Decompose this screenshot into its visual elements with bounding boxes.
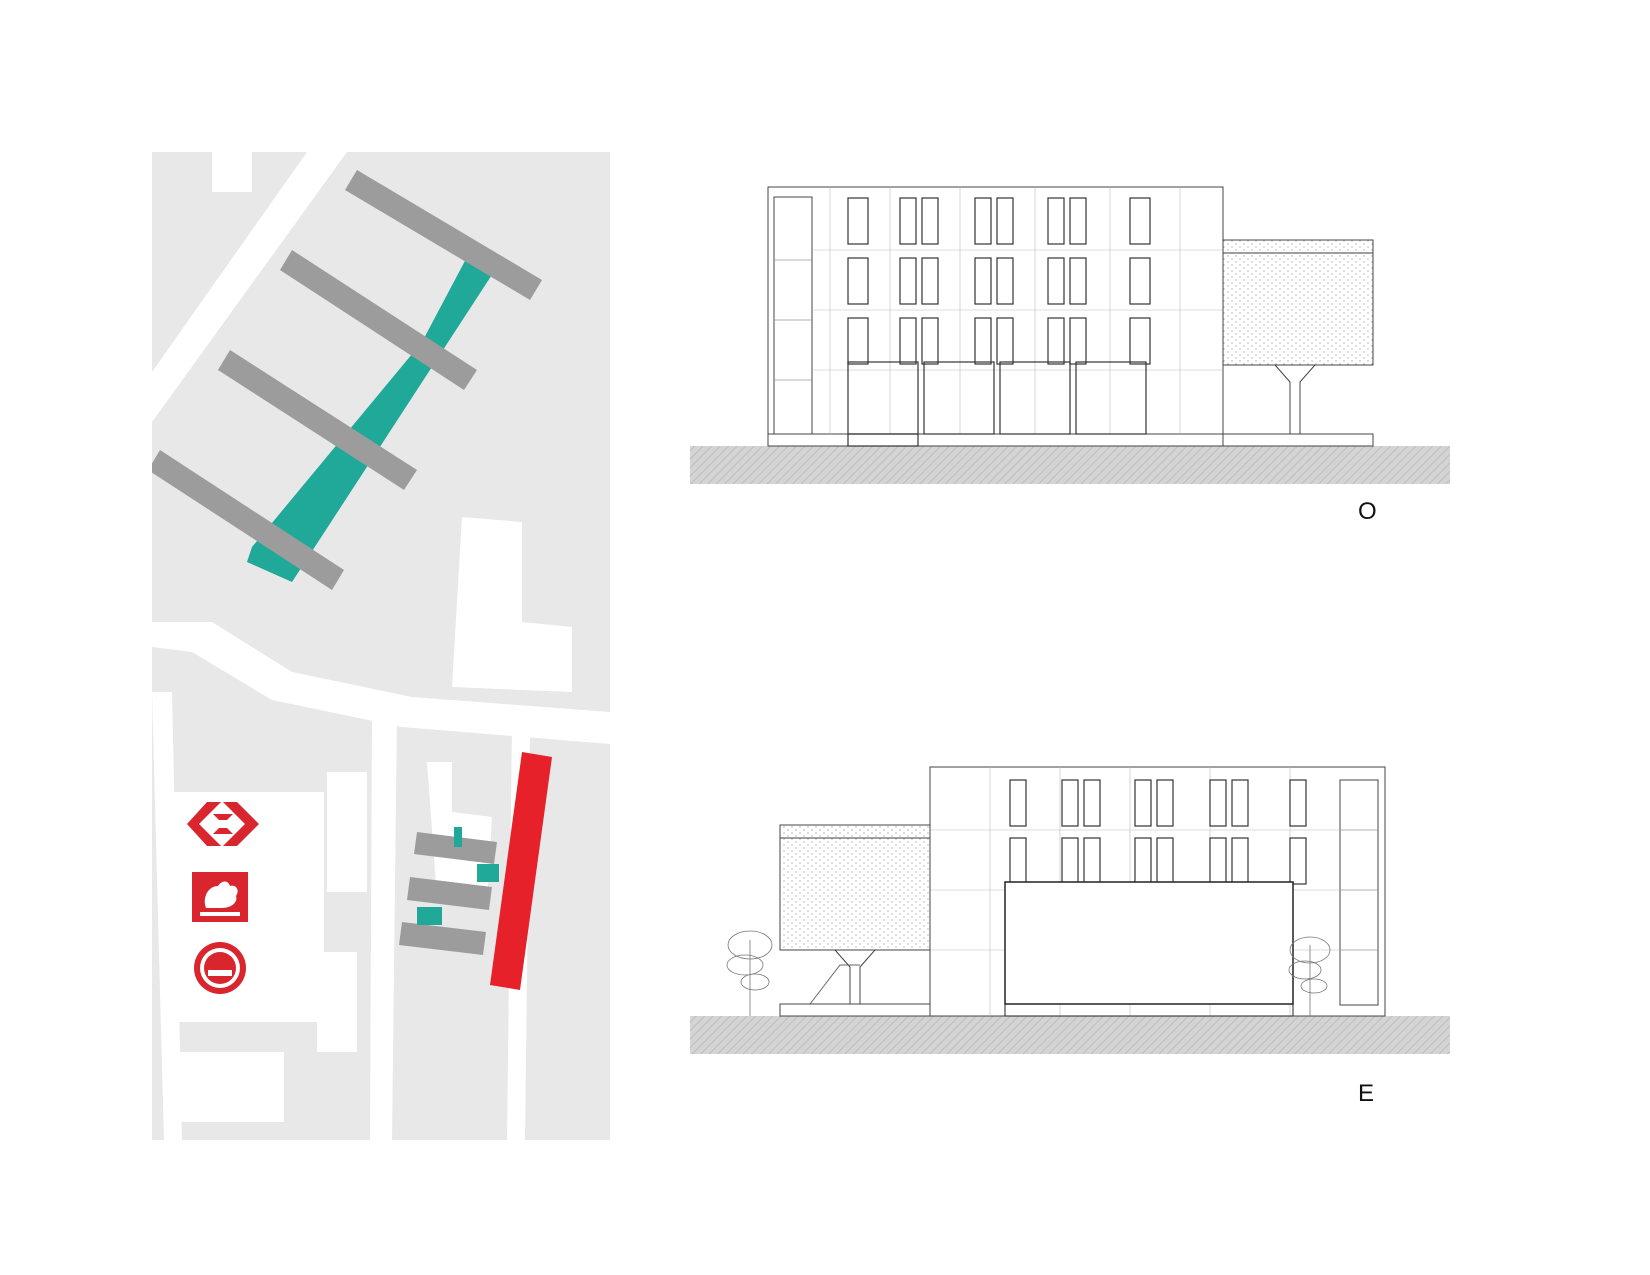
slab-4 <box>152 450 344 590</box>
teal-connector-1 <box>454 827 462 847</box>
block-strip-2 <box>317 952 357 1052</box>
annex-block <box>1222 239 1374 447</box>
block-strip <box>327 772 367 892</box>
housing-slabs <box>152 170 542 955</box>
slab-6 <box>407 877 492 910</box>
tree-right-icon <box>1288 936 1331 1016</box>
teal-connectors <box>417 827 499 925</box>
road-diagonal-1 <box>152 152 347 422</box>
slab-2 <box>280 250 477 390</box>
elevation-label-west: O <box>1358 498 1377 525</box>
elevation-west <box>690 170 1460 490</box>
neighbor-blocks <box>164 517 572 1122</box>
elevation-west-drawing <box>690 186 1450 484</box>
auditorium-volume <box>1004 881 1294 1005</box>
block-east <box>452 517 572 692</box>
tree-left-icon <box>726 930 773 1016</box>
annex-block <box>779 824 931 1017</box>
main-block <box>767 186 1224 447</box>
chevron-logo-icon <box>187 802 259 846</box>
ground-floor-openings <box>847 361 1147 447</box>
rooster-logo-icon <box>192 872 248 922</box>
teal-connector-3 <box>417 907 442 925</box>
road-stub <box>212 152 252 192</box>
window-grid <box>1009 779 1307 885</box>
slab-5 <box>414 832 497 864</box>
elevation-label-east: E <box>1358 1080 1375 1107</box>
ground <box>690 446 1450 484</box>
block-south <box>164 1052 284 1122</box>
slab-1 <box>345 170 542 300</box>
road-curved-main <box>152 622 610 744</box>
teal-spine <box>247 257 497 582</box>
site-plan <box>152 152 610 1140</box>
slab-3 <box>218 350 417 490</box>
auditorium-base <box>1004 1003 1294 1017</box>
road-center <box>370 712 397 1140</box>
site-plan-map <box>152 152 610 1140</box>
teal-connector-2 <box>477 864 499 882</box>
ground <box>690 1016 1450 1054</box>
window-grid <box>847 197 1151 365</box>
elevation-east <box>690 750 1460 1070</box>
seal-logo-icon <box>194 942 246 994</box>
red-highlight-building <box>490 752 552 990</box>
elevation-east-drawing <box>690 766 1450 1054</box>
slab-7 <box>399 922 486 955</box>
